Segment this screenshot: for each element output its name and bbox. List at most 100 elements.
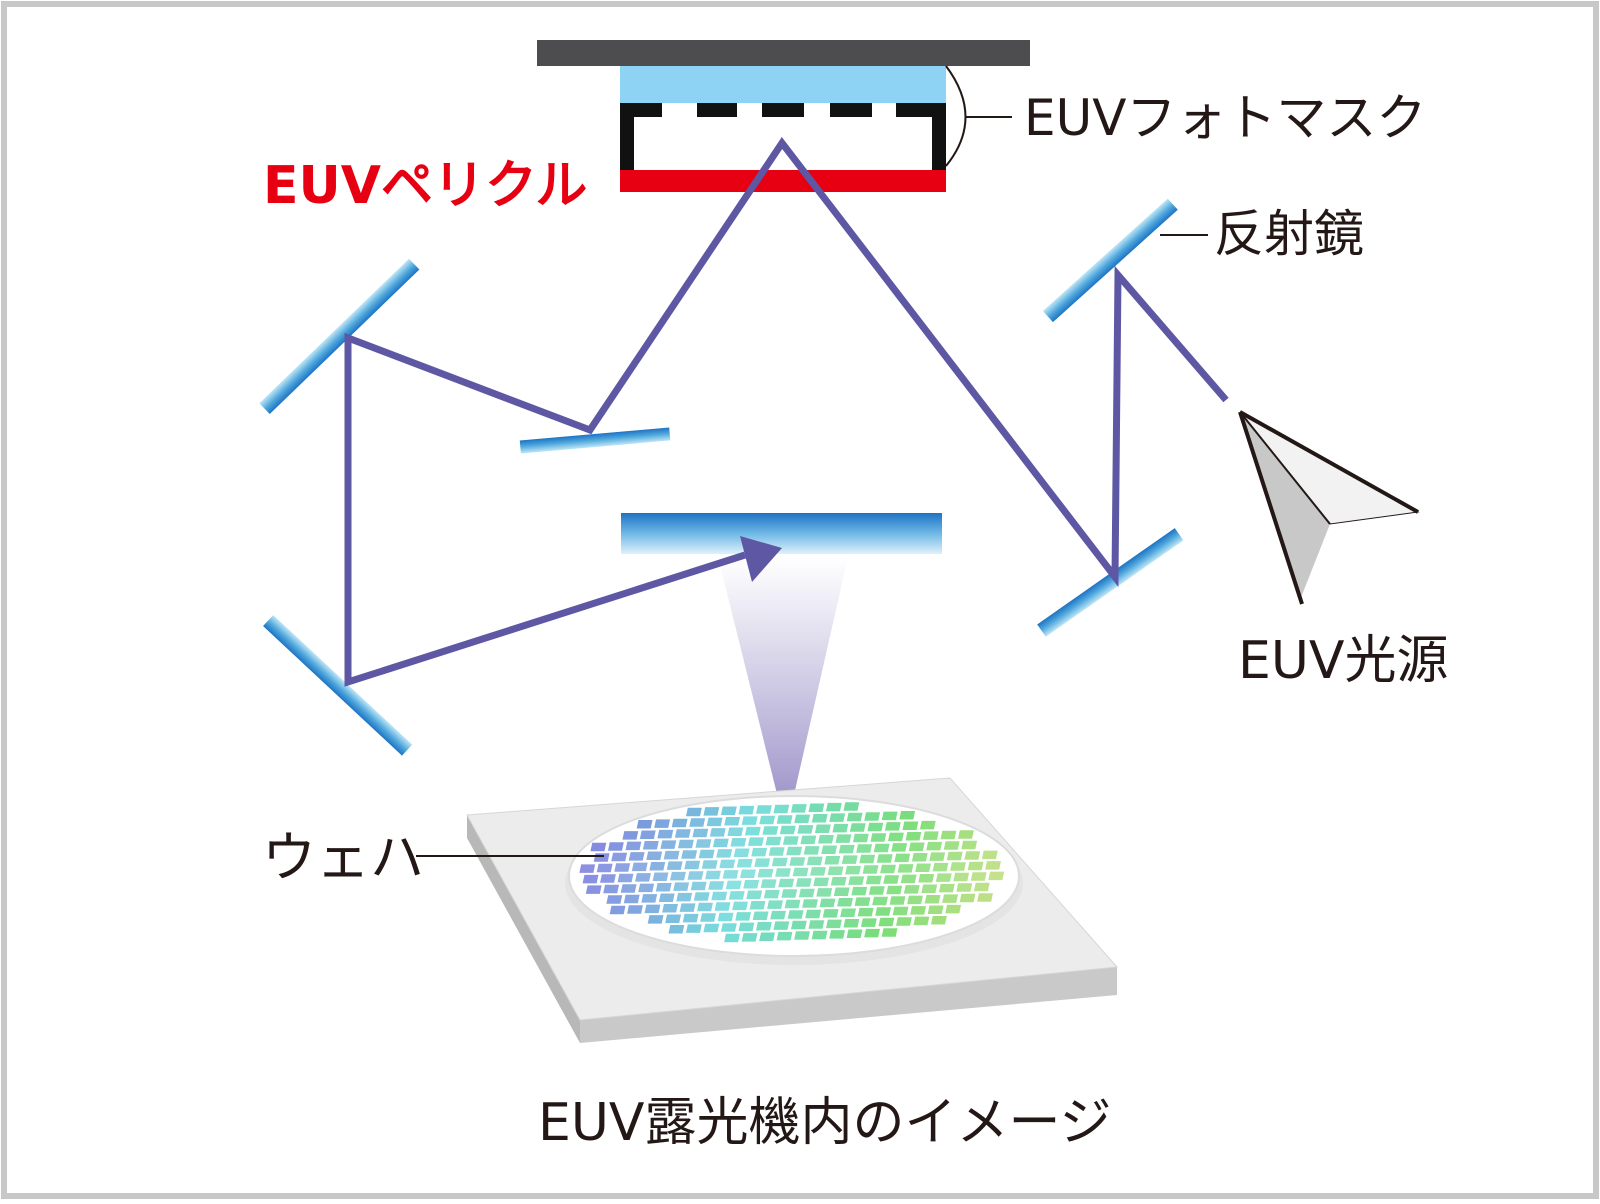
wafer-die (800, 835, 817, 845)
wafer-die (720, 806, 737, 815)
wafer-die (681, 850, 698, 859)
wafer-die (938, 883, 955, 893)
wafer-die (644, 904, 661, 914)
wafer-die (738, 922, 755, 932)
wafer-die (775, 868, 791, 877)
wafer-die (759, 815, 776, 825)
wafer-die (865, 875, 882, 885)
wafer-die (837, 898, 853, 907)
photomask-bracket (945, 65, 967, 167)
wafer-die (848, 876, 865, 885)
wafer-die (829, 813, 846, 822)
wafer-die (635, 873, 651, 882)
wafer-die (922, 831, 939, 840)
wafer-die (620, 884, 637, 893)
wafer-die (747, 837, 764, 846)
wafer-die (930, 916, 947, 925)
wafer-die (782, 836, 799, 845)
wafer-die (671, 818, 688, 828)
wafer-die (756, 922, 772, 931)
wafer-die (676, 892, 693, 902)
wafer-die (686, 924, 702, 933)
wafer-die (881, 928, 898, 937)
wafer-die (617, 873, 634, 883)
wafer-die (872, 896, 888, 906)
wafer-die (884, 822, 901, 831)
wafer-die (776, 931, 793, 941)
wafer (565, 795, 1023, 965)
wafer-die (868, 886, 885, 895)
wafer-die (811, 930, 828, 940)
wafer-dies (579, 802, 1005, 943)
wafer-die (881, 811, 898, 821)
wafer-die (864, 812, 881, 821)
wafer-die (740, 869, 756, 878)
wafer-die (932, 862, 949, 872)
wafer-die (795, 878, 812, 887)
wafer-die (682, 913, 699, 923)
wafer-die (756, 805, 772, 814)
wafer-die (790, 804, 807, 813)
wafer-die (942, 894, 958, 903)
wafer-die (967, 861, 984, 871)
wafer-die (798, 888, 815, 898)
wafer-die (719, 859, 736, 869)
wafer-die (803, 846, 820, 855)
wafer-die (638, 883, 655, 893)
wafer-die (821, 845, 838, 854)
wafer-die (988, 871, 1005, 881)
wafer-die (816, 888, 833, 897)
exposure-cone (718, 557, 848, 830)
wafer-die (950, 862, 966, 871)
wafer-die (849, 823, 866, 832)
wafer-die (770, 910, 786, 920)
wafer-die (892, 906, 909, 916)
wafer-die (945, 904, 962, 914)
wafer-die (864, 928, 880, 938)
wafer-die (684, 860, 701, 870)
wafer-die (902, 821, 919, 830)
wafer-die (910, 906, 927, 915)
wafer-die (790, 920, 807, 930)
wafer-die (899, 811, 916, 820)
wafer-die (698, 849, 715, 859)
wafer-die (711, 891, 728, 901)
euv-beam (344, 136, 1229, 687)
wafer-die (649, 862, 666, 871)
wafer-die (891, 843, 908, 852)
wafer-die (840, 908, 856, 917)
wafer-die (579, 864, 596, 873)
wafer-die (582, 874, 599, 884)
wafer-die (741, 933, 758, 942)
wafer-die (738, 805, 755, 815)
wafer-die (908, 842, 925, 851)
wafer-die (771, 857, 788, 867)
wafer-die (749, 901, 766, 910)
wafer-die (609, 905, 626, 915)
mirror-left-lower (263, 615, 413, 756)
wafer-die (773, 921, 790, 930)
wafer-die (808, 920, 825, 929)
light-source-label: EUV光源 (1238, 631, 1449, 691)
wafer-die (744, 826, 761, 836)
wafer-die (846, 812, 863, 822)
wafer-die (593, 853, 610, 862)
wafer-die (666, 861, 683, 870)
wafer-die (614, 863, 631, 872)
wafer-die (835, 834, 852, 843)
wafer-die (843, 802, 860, 811)
wafer-die (894, 853, 911, 863)
wafer-die (787, 910, 804, 919)
wafer-die (964, 851, 981, 860)
wafer-die (838, 844, 855, 854)
wafer-die (768, 847, 785, 856)
wafer-die (946, 851, 963, 861)
pellicle-label: EUVペリクル (263, 156, 587, 216)
wafer-die (802, 899, 818, 908)
wafer-die (810, 867, 826, 876)
wafer-die (728, 891, 745, 900)
wafer-die (857, 907, 874, 917)
wafer-die (862, 865, 879, 874)
